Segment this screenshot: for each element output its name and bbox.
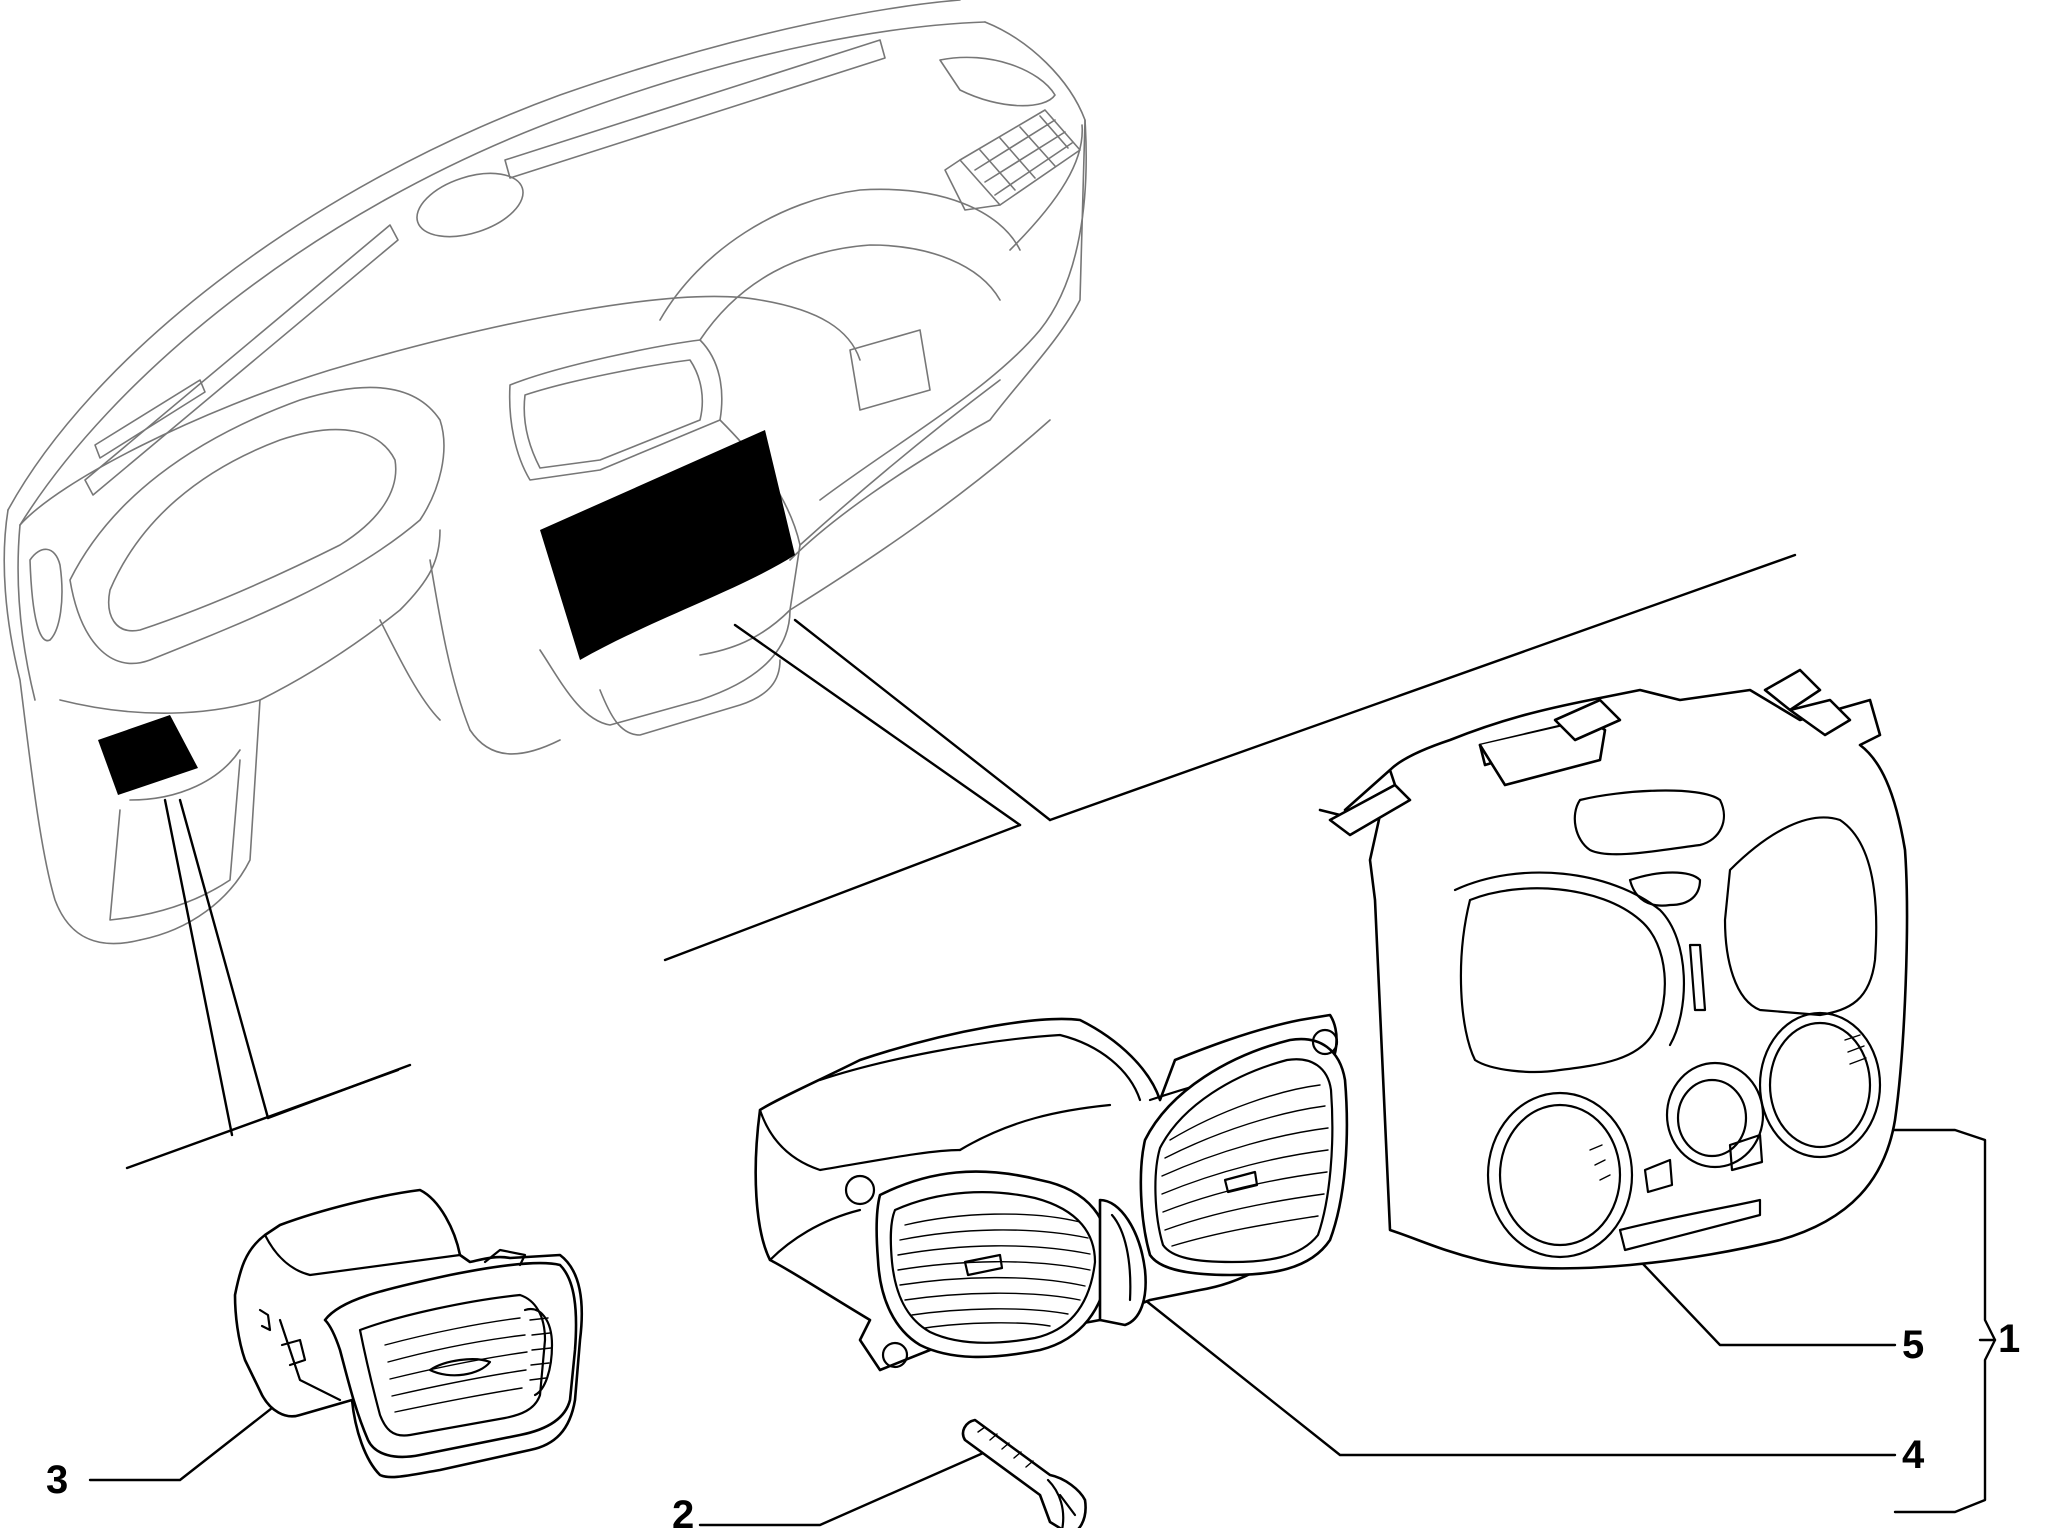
callout-label-3: 3 bbox=[46, 1458, 68, 1502]
part-2-screw bbox=[961, 1418, 1087, 1528]
callout-label-1: 1 bbox=[1998, 1317, 2020, 1361]
highlight-side-vent-area bbox=[98, 715, 198, 795]
part-4-twin-vent bbox=[754, 1013, 1349, 1372]
callout-label-5: 5 bbox=[1902, 1323, 1924, 1367]
part-5-center-bezel bbox=[1318, 668, 1909, 1270]
callout-label-4: 4 bbox=[1902, 1433, 1925, 1477]
part-3-side-vent bbox=[233, 1188, 584, 1479]
leader-lines bbox=[88, 553, 1997, 1527]
highlight-center-vent-area bbox=[540, 430, 795, 660]
callout-label-2: 2 bbox=[672, 1493, 694, 1528]
